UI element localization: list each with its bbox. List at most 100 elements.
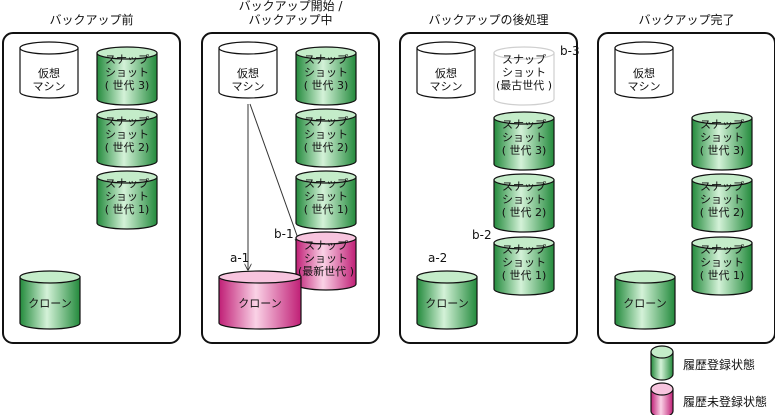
panel-2-snapshot-3-label-line-1: スナップ: [304, 177, 348, 190]
panel-2-label-b: b-1: [274, 227, 294, 241]
panel-4-vm-label-line-1: 仮想: [633, 66, 655, 80]
panel-4-snapshot-2-label-line-2: ショット: [700, 193, 744, 206]
panel-1-snapshot-1-label-line-1: スナップ: [105, 53, 149, 66]
panel-1-snapshot-2-label-line-3: ( 世代 2): [105, 141, 150, 154]
panel-2-snapshot-1-label-line-3: ( 世代 3): [304, 79, 349, 92]
panel-1-clone-top: [19, 270, 81, 284]
panel-4-snapshot-1-label-line-1: スナップ: [700, 118, 744, 131]
panel-3-label-b: b-2: [472, 228, 492, 242]
panel-2-snapshot-2-label-line-3: ( 世代 2): [304, 141, 349, 154]
panel-2-snapshot-1: [295, 46, 357, 106]
panel-2-snapshot-1-body: [295, 52, 357, 106]
panel-1-snapshot-2-top: [96, 108, 158, 122]
panel-4-vm-label-line-2: マシン: [628, 80, 661, 93]
panel-2-clone-body: [218, 276, 302, 330]
panel-4-vm: [614, 41, 674, 99]
panel-3-snapshot-2: [493, 173, 555, 233]
panel-4-clone-label: クローン: [623, 297, 666, 310]
panel-4-snapshot-1-body: [691, 117, 753, 171]
panel-2-snapshot-2-top: [295, 108, 357, 122]
panel-3-clone-top: [416, 270, 478, 284]
panel-1-clone: [19, 270, 81, 330]
panel-1-snapshot-1-top: [96, 46, 158, 60]
panel-3-label-c: b-3: [560, 44, 580, 58]
panel-2-vm: [218, 41, 278, 99]
panel-4-snapshot-2: [691, 173, 753, 233]
panel-4-snapshot-3: [691, 236, 753, 296]
panel-3-oldest-snapshot-label-line-2: ショット: [502, 66, 546, 79]
panel-2-vm-body: [218, 47, 278, 99]
panel-4-snapshot-3-label-line-3: ( 世代 1): [700, 269, 745, 282]
panel-4-snapshot-2-body: [691, 179, 753, 233]
panel-3-snapshot-3-label-line-3: ( 世代 1): [502, 269, 547, 282]
panel-3-snapshot-3-top: [493, 236, 555, 250]
panel-3-snapshot-2-label-line-3: ( 世代 2): [502, 206, 547, 219]
panel-3-vm-body: [416, 47, 476, 99]
panel-2-snapshot-3-label-line-3: ( 世代 1): [304, 203, 349, 216]
panel-3-oldest-snapshot-body: [493, 52, 555, 106]
panel-2-clone-label: クローン: [238, 297, 281, 310]
panel-2-snapshot-2-body: [295, 114, 357, 168]
panel-1-clone-body: [19, 276, 81, 330]
panel-1-snapshot-2-body: [96, 114, 158, 168]
panel-4-snapshot-3-body: [691, 242, 753, 296]
panel-3-clone: [416, 270, 478, 330]
panel-4-snapshot-1-top: [691, 111, 753, 125]
panel-3-title-line-1: バックアップの後処理: [428, 13, 548, 27]
panel-4-snapshot-1-label-line-2: ショット: [700, 131, 744, 144]
legend-registered-swatch-body: [650, 351, 674, 381]
panel-3-oldest-snapshot-top: [493, 46, 555, 60]
panel-2-title-line-2: バックアップ中: [248, 12, 332, 27]
panel-1-title-line-1: バックアップ前: [49, 12, 133, 27]
panel-2-title-line-1: バックアップ開始 /: [239, 0, 344, 13]
panel-4-snapshot-2-top: [691, 173, 753, 187]
panel-4-vm-body: [614, 47, 674, 99]
panel-2-newest-snapshot: [295, 231, 357, 291]
panel-2-clone-top: [218, 270, 302, 284]
panel-3-snapshot-2-top: [493, 173, 555, 187]
panel-2-snapshot-2-label-line-1: スナップ: [304, 115, 348, 128]
panel-2-newest-snapshot-label-line-3: (最新世代 ): [298, 264, 354, 278]
panel-2-clone: [218, 270, 302, 330]
panel-1-vm-body: [19, 47, 79, 99]
panel-2-snapshot-3-top: [295, 170, 357, 184]
panel-3-oldest-snapshot: [493, 46, 555, 106]
panel-3-snapshot-1-body: [493, 117, 555, 171]
panel-1-vm-top: [19, 41, 79, 55]
legend-unregistered-swatch-top: [650, 382, 674, 396]
panel-2-snapshot-2-label-line-2: ショット: [304, 128, 348, 141]
panel-4-vm-top: [614, 41, 674, 55]
panel-3-label-a: a-2: [428, 251, 447, 265]
panel-3-snapshot-2-label-line-1: スナップ: [502, 180, 546, 193]
panel-3-snapshot-3: [493, 236, 555, 296]
panel-2-snapshot-3-label-line-2: ショット: [304, 190, 348, 203]
panel-1-vm-label-line-2: マシン: [33, 80, 66, 93]
panel-2-snapshot-1-label-line-1: スナップ: [304, 53, 348, 66]
panel-3-clone-body: [416, 276, 478, 330]
panel-3-snapshot-1-label-line-2: ショット: [502, 131, 546, 144]
panel-1-snapshot-2-label-line-1: スナップ: [105, 115, 149, 128]
panel-1-snapshot-3-label-line-3: ( 世代 1): [105, 203, 150, 216]
panel-3-snapshot-3-label-line-1: スナップ: [502, 243, 546, 256]
panel-3-snapshot-3-body: [493, 242, 555, 296]
panel-3-snapshot-2-body: [493, 179, 555, 233]
panel-2-snapshot-1-top: [295, 46, 357, 60]
panel-2-newest-snapshot-top: [295, 231, 357, 245]
panel-1-snapshot-3-label-line-2: ショット: [105, 190, 149, 203]
panel-2-snapshot-2: [295, 108, 357, 168]
panel-3-snapshot-1: [493, 111, 555, 171]
panel-3-vm-top: [416, 41, 476, 55]
panel-2-newest-snapshot-label-line-1: スナップ: [304, 239, 348, 252]
panel-3-snapshot-1-label-line-3: ( 世代 3): [502, 144, 547, 157]
panel-4-snapshot-3-top: [691, 236, 753, 250]
panel-3-snapshot-1-label-line-1: スナップ: [502, 118, 546, 131]
panel-1-snapshot-3-top: [96, 170, 158, 184]
panel-4-snapshot-3-label-line-1: スナップ: [700, 243, 744, 256]
panel-4-snapshot-1-label-line-3: ( 世代 3): [700, 144, 745, 157]
panel-2-snapshot-3-body: [295, 176, 357, 230]
legend-registered-label: 履歴登録状態: [683, 357, 755, 372]
panel-1-snapshot-2: [96, 108, 158, 168]
panel-3-vm: [416, 41, 476, 99]
